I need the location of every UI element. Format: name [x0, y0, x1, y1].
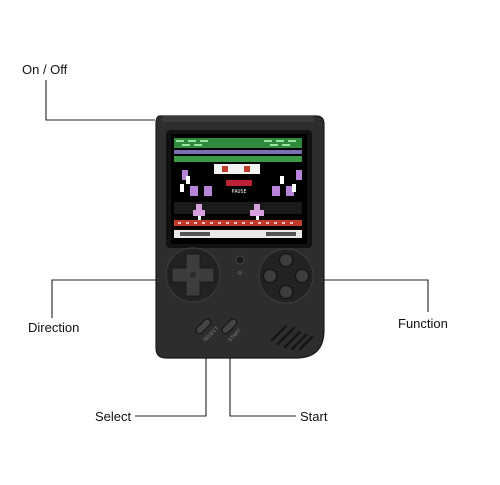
face-button-icon[interactable]: [295, 269, 309, 283]
screen-pause-text: PAUSE: [231, 189, 246, 195]
start-label: Start: [300, 409, 328, 424]
face-button-cluster: [258, 248, 314, 304]
callout-lines: [45, 80, 429, 417]
power-switch-icon: [162, 116, 314, 122]
start-callout-line: [229, 340, 296, 417]
onoff-label: On / Off: [22, 62, 68, 77]
onoff-callout-line: [45, 80, 155, 121]
function-callout-line: [300, 279, 429, 312]
direction-label: Direction: [28, 320, 80, 335]
start-button[interactable]: [221, 318, 239, 336]
select-label: Select: [95, 409, 132, 424]
dpad-icon[interactable]: [165, 247, 221, 303]
center-button-icon[interactable]: [235, 255, 245, 265]
face-button-icon[interactable]: [279, 253, 293, 267]
speaker-grille-icon: [270, 324, 314, 351]
select-callout-line: [135, 340, 207, 417]
direction-callout-line: [51, 279, 190, 318]
select-button[interactable]: [195, 318, 213, 336]
face-button-icon[interactable]: [263, 269, 277, 283]
game-screen: PAUSE: [171, 134, 307, 244]
center-button-label: R: [238, 271, 242, 277]
handheld-console: PAUSE: [155, 115, 325, 359]
function-label: Function: [398, 316, 448, 331]
face-button-icon[interactable]: [279, 285, 293, 299]
